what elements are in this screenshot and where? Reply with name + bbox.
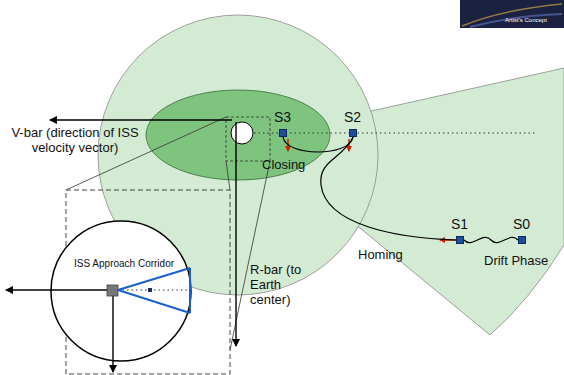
axis-label: R-bar (to Earth center) bbox=[250, 262, 324, 307]
position-marker: S1 bbox=[456, 236, 464, 244]
phase-label: Closing bbox=[262, 157, 305, 172]
station-label: S2 bbox=[344, 109, 361, 125]
position-marker: S0 bbox=[518, 236, 526, 244]
trajectory-path bbox=[464, 237, 518, 242]
position-marker: S2 bbox=[349, 129, 357, 137]
inset-circle bbox=[51, 221, 191, 361]
station-label: S0 bbox=[513, 216, 530, 232]
iss-symbol bbox=[107, 285, 118, 296]
position-marker: S3 bbox=[279, 129, 287, 137]
thumbnail-streak bbox=[470, 14, 562, 27]
approach-corridor bbox=[118, 268, 190, 313]
vehicle-symbol bbox=[148, 288, 152, 292]
corridor-axis bbox=[118, 290, 190, 291]
axis-label: V-bar (direction of ISS velocity vector) bbox=[0, 125, 150, 155]
image-caption: Artist's Concept bbox=[505, 17, 563, 24]
r-bar-arrow bbox=[235, 122, 236, 346]
trajectory-path bbox=[283, 137, 353, 152]
zoom-leader bbox=[226, 161, 230, 190]
zoom-region bbox=[226, 117, 270, 161]
iss-keep-out-sphere bbox=[231, 122, 253, 144]
thumbnail-streak bbox=[462, 4, 562, 26]
phase-label: Homing bbox=[358, 247, 403, 262]
station-label: S1 bbox=[451, 216, 468, 232]
inset-v-bar-arrow bbox=[6, 289, 113, 290]
inset-title: ISS Approach Corridor bbox=[74, 258, 184, 270]
v-bar-arrow bbox=[50, 119, 232, 120]
station-label: S3 bbox=[274, 109, 291, 125]
approach-axis bbox=[254, 133, 535, 134]
inset-r-bar-arrow bbox=[112, 290, 113, 372]
trajectory-path bbox=[321, 137, 456, 240]
artist-thumbnail bbox=[460, 0, 564, 28]
phase-label: Drift Phase bbox=[484, 253, 548, 268]
keep-out-ellipsoid bbox=[146, 90, 330, 180]
